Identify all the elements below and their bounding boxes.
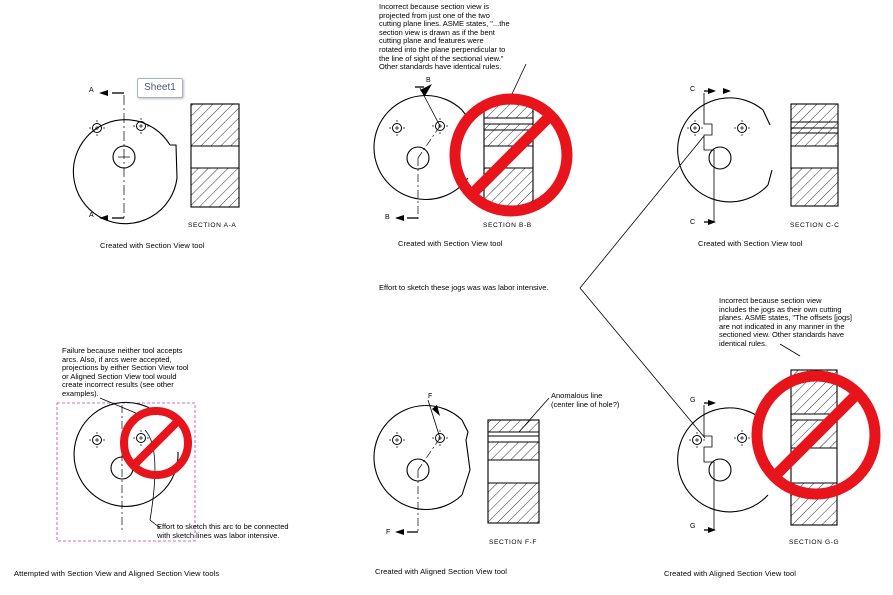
note-gg-incorrect: Incorrect because section view includes …: [719, 296, 853, 348]
cut-label-f-bottom: F: [386, 529, 391, 536]
caption-ff: Created with Aligned Section View tool: [375, 567, 508, 576]
view-aa: [72, 90, 240, 225]
note-anomalous: Anomalous line (center line of hole?): [551, 391, 620, 409]
section-title-gg: SECTION G-G: [789, 539, 840, 546]
note-jogs: Effort to sketch these jogs was was labo…: [379, 283, 549, 292]
sheet-tooltip: Sheet1: [137, 78, 183, 98]
caption-gg: Created with Aligned Section View tool: [664, 569, 797, 578]
caption-aa: Created with Section View tool: [100, 241, 205, 250]
section-title-cc: SECTION C-C: [790, 222, 840, 229]
caption-attempted: Attempted with Section View and Aligned …: [14, 569, 220, 578]
note-bb-incorrect: Incorrect because section view is projec…: [379, 2, 510, 72]
cut-label-g-bottom: G: [690, 523, 696, 530]
view-attempted: [56, 397, 196, 542]
jogs-leaders: [579, 135, 706, 439]
cut-label-a-top: A: [89, 87, 94, 94]
note-arc: Effort to sketch this arc to be connecte…: [157, 522, 289, 540]
caption-bb: Created with Section View tool: [398, 239, 503, 248]
cut-label-g-top: G: [690, 397, 696, 404]
section-title-bb: SECTION B-B: [483, 222, 532, 229]
view-bb: [373, 63, 534, 221]
prohibited-sign-bb: [449, 93, 573, 217]
view-ff: [373, 397, 550, 535]
section-title-ff: SECTION F-F: [489, 539, 537, 546]
view-cc: [677, 88, 839, 225]
cut-label-f-top: F: [428, 393, 433, 400]
note-failure: Failure because neither tool accepts arc…: [62, 346, 189, 398]
cut-label-b-top: B: [426, 77, 431, 84]
caption-cc: Created with Section View tool: [698, 239, 803, 248]
section-title-aa: SECTION A-A: [188, 222, 237, 229]
cut-label-a-bottom: A: [89, 212, 94, 219]
cut-label-c-top: C: [690, 86, 696, 93]
prohibited-sign-attempted: [120, 407, 192, 479]
cut-label-c-bottom: C: [690, 219, 696, 226]
cut-label-b-bottom: B: [385, 214, 390, 221]
prohibited-sign-gg: [751, 370, 881, 500]
